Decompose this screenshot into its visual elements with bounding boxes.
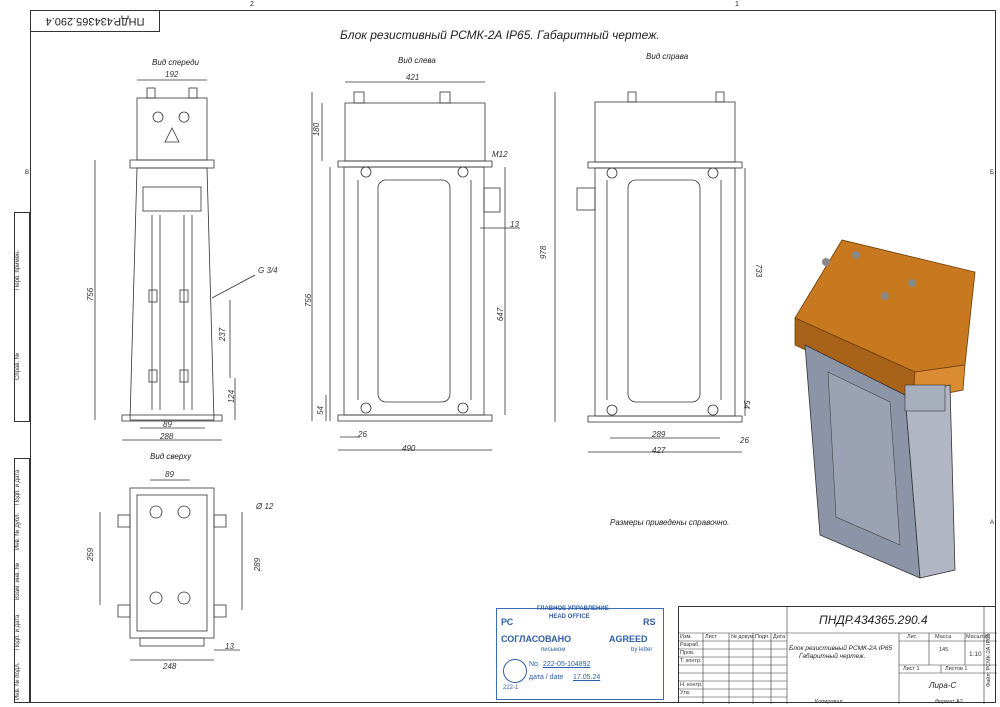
dim-top-89: 89 [165, 470, 174, 479]
stamp-agreed-ru: СОГЛАСОВАНО [501, 634, 572, 644]
tb-row-list: Лист [705, 634, 717, 640]
title-block-grid [679, 607, 997, 704]
dim-left-756: 756 [304, 293, 314, 308]
dim-left-647: 647 [496, 307, 506, 322]
stamp-letter-en: by letter [631, 647, 653, 653]
dim-front-89: 89 [163, 420, 172, 429]
stamp-head-en: HEAD OFFICE [549, 614, 590, 620]
tb-role-razrab: Разраб. [680, 642, 700, 648]
dim-left-54: 54 [315, 406, 325, 415]
dim-front-width: 192 [165, 70, 179, 79]
tb-format: Формат А2 [935, 699, 963, 705]
label-top-view: Вид сверху [150, 452, 192, 461]
tb-mass: 145 [939, 647, 949, 653]
dim-front-124: 124 [227, 389, 237, 404]
tb-name-line1: Блок резистивный РСМК-2А IP65 [789, 645, 893, 652]
tb-designation: ПНДР.434365.290.4 [819, 613, 928, 627]
tb-row-izm: Изм. [680, 634, 692, 640]
drawing-title: Блок резистивный РСМК-2А IP65. Габаритны… [340, 28, 660, 42]
tb-file: Файл: РСМК-2А IP65 [986, 633, 992, 687]
note-reference: Размеры приведены справочно. [610, 518, 730, 527]
dim-left-m12: M12 [492, 150, 508, 159]
stamp-rs: RS [643, 617, 656, 627]
tb-row-doc: № докум. [731, 634, 756, 640]
zone-mark-b: B [25, 170, 30, 176]
left-view [311, 81, 520, 451]
zone-mark-1: 1 [735, 1, 739, 8]
label-front-view: Вид спереди [152, 58, 199, 67]
stamp-head-ru: ГЛАВНОЕ УПРАВЛЕНИЕ [537, 606, 609, 612]
dim-left-180: 180 [312, 122, 322, 137]
tb-role-tkontr: Т. контр. [680, 658, 702, 664]
zone-mark-b2: Б [990, 170, 994, 176]
dim-front-237: 237 [218, 327, 228, 342]
dim-left-421: 421 [406, 73, 420, 82]
dim-top-13: 13 [225, 642, 234, 651]
margin-box-lower [14, 458, 30, 703]
label-left-view: Вид слева [398, 56, 436, 65]
tb-copied: Копировал [815, 699, 843, 705]
tb-col-mass: Масса [935, 634, 952, 640]
tb-role-nkontr: Н. контр. [680, 682, 703, 688]
stamp-letter-ru: письмом [541, 647, 566, 653]
doc-code-box: ПНДР.434365.290.4 [30, 10, 160, 32]
zone-mark-a: A [990, 520, 995, 526]
stamp-agreed-en: AGREED [609, 634, 648, 644]
dim-left-13: 13 [510, 220, 519, 229]
zone-mark-2: 2 [250, 1, 254, 8]
dim-top-248: 248 [163, 662, 177, 671]
dim-right-289: 289 [652, 430, 666, 439]
stamp-date-value: 17.05.24 [573, 674, 601, 681]
iso-view [794, 239, 976, 579]
dim-top-phi: Ø 12 [256, 502, 274, 511]
front-view [94, 79, 256, 441]
stamp-rc: РС [501, 617, 514, 627]
tb-sheet: Лист 1 [903, 666, 920, 672]
dim-right-427: 427 [652, 446, 666, 455]
tb-name-line2: Габаритный чертеж. [799, 653, 866, 660]
dim-right-54: 54 [741, 400, 751, 409]
tb-org: Лира-С [929, 681, 957, 690]
dim-top-289: 289 [253, 557, 263, 572]
dim-front-thread: G 3/4 [258, 266, 278, 275]
label-right-view: Вид справа [646, 52, 689, 61]
dim-top-259: 259 [86, 547, 96, 562]
drawing-frame [30, 10, 996, 703]
stamp-logo [503, 659, 527, 683]
tb-col-lit: Лит. [907, 634, 918, 640]
stamp-code: 222-1 [503, 685, 519, 691]
top-view [99, 479, 243, 661]
tb-row-sign: Подп. [755, 634, 770, 640]
stamp-no-value: 222-05-104892 [543, 661, 591, 668]
dim-left-490: 490 [402, 444, 416, 453]
tb-sheets: Листов 1 [945, 666, 968, 672]
approval-stamp: ГЛАВНОЕ УПРАВЛЕНИЕ HEAD OFFICE РС RS СОГ… [496, 606, 664, 700]
dim-front-height: 756 [86, 287, 96, 302]
dim-right-26: 26 [740, 436, 749, 445]
dim-left-978: 978 [539, 245, 549, 260]
right-view [554, 91, 746, 453]
dim-front-288: 288 [160, 432, 174, 441]
stamp-date-label: дата / date [529, 674, 564, 681]
margin-box-upper [14, 212, 30, 422]
stamp-no-label: No. [529, 661, 540, 668]
dim-left-26: 26 [358, 430, 367, 439]
tb-scale: 1:10 [969, 651, 982, 658]
tb-row-date: Дата [773, 634, 786, 640]
tb-role-utv: Утв. [680, 690, 691, 696]
tb-role-prov: Пров. [680, 650, 695, 656]
title-block: ПНДР.434365.290.4 Блок резистивный РСМК-… [678, 606, 997, 704]
dim-right-733: 733 [754, 263, 764, 278]
tb-col-scale: Масштаб [966, 634, 990, 640]
